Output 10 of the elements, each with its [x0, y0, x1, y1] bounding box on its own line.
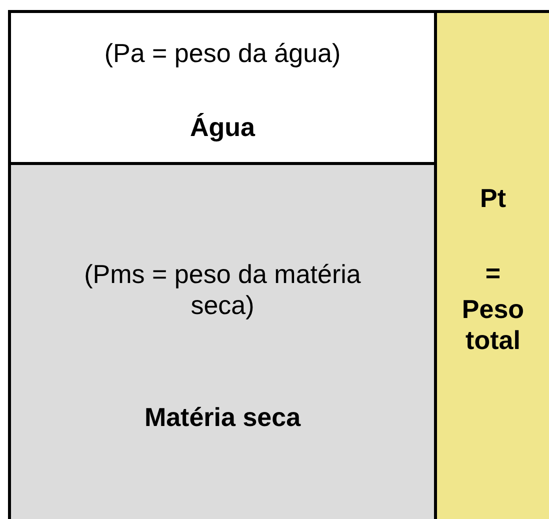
definition-text: (Pms = peso da matéria seca): [83, 259, 362, 321]
equals-text: =: [484, 258, 502, 289]
total-weight-column: [434, 10, 549, 519]
definition-text: (Pa = peso da água): [103, 38, 342, 69]
water-section: [8, 10, 437, 165]
symbol-text: Pt: [479, 183, 507, 214]
heading-text: Peso total: [460, 294, 526, 356]
dry-matter-section: [8, 162, 437, 519]
heading-text: Água: [189, 112, 256, 143]
heading-text: Matéria seca: [143, 402, 302, 433]
